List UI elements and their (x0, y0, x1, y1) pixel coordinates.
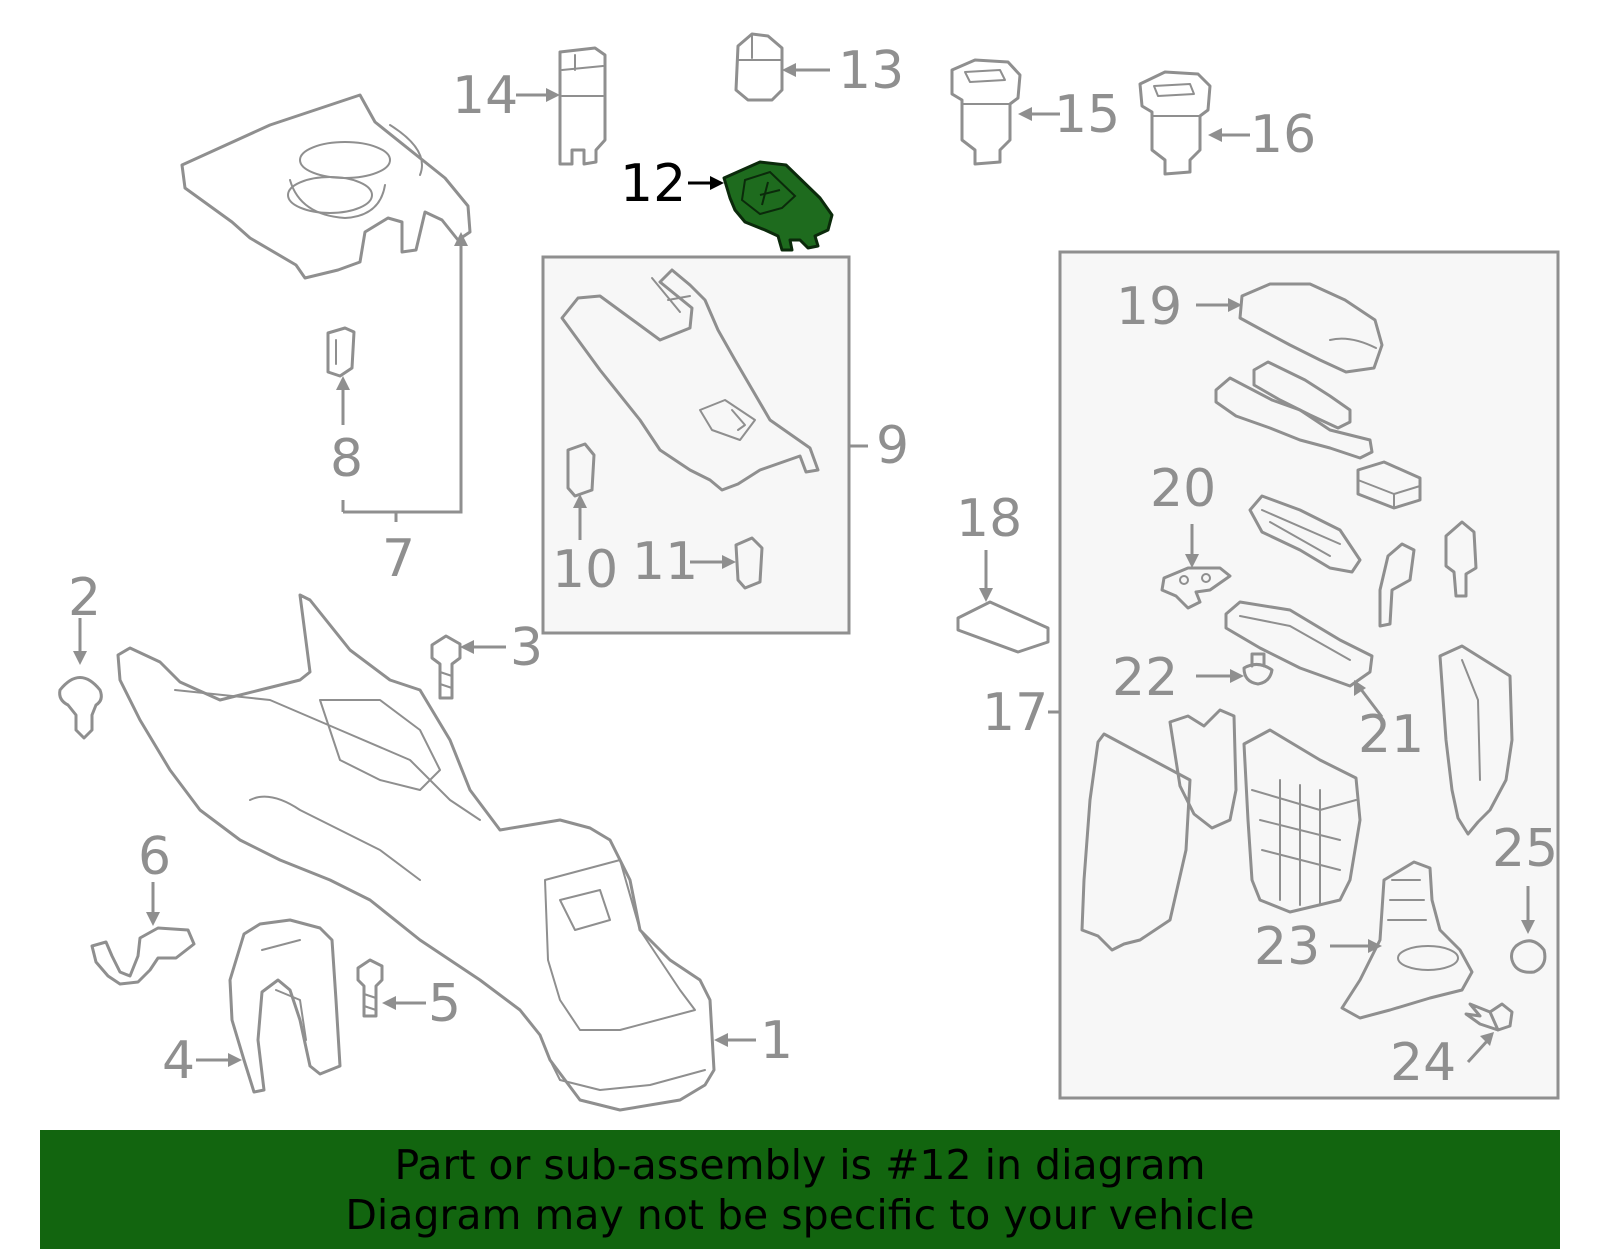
part-label-9[interactable]: 9 (876, 416, 909, 476)
banner-line-1: Part or sub-assembly is #12 in diagram (394, 1140, 1206, 1189)
part-wire-harness[interactable] (1248, 494, 1362, 574)
part-2-clip[interactable] (58, 676, 103, 740)
part-label-6[interactable]: 6 (138, 827, 171, 887)
part-13-switch[interactable] (734, 32, 784, 102)
group-box-9 (541, 255, 851, 635)
leader-24 (1466, 1038, 1490, 1064)
part-10-clip[interactable] (566, 442, 596, 498)
leader-21 (1358, 687, 1384, 718)
part-label-15[interactable]: 15 (1054, 85, 1120, 145)
banner-line-2: Diagram may not be specific to your vehi… (345, 1190, 1255, 1239)
part-label-2[interactable]: 2 (68, 568, 101, 628)
part-1-console-body[interactable] (116, 593, 716, 1112)
part-label-18[interactable]: 18 (956, 489, 1022, 549)
part-console-side-panel-left[interactable] (1080, 732, 1192, 952)
part-25-clip[interactable] (1510, 939, 1547, 974)
part-16-switch[interactable] (1138, 70, 1212, 176)
part-label-19[interactable]: 19 (1116, 277, 1182, 337)
part-11-clip[interactable] (734, 536, 764, 590)
part-label-1[interactable]: 1 (760, 1011, 793, 1071)
part-6-bracket[interactable] (90, 926, 196, 986)
part-label-3[interactable]: 3 (510, 618, 543, 678)
part-label-23[interactable]: 23 (1254, 917, 1320, 977)
part-label-7[interactable]: 7 (382, 529, 415, 589)
group-box-17 (1058, 250, 1560, 1100)
part-4-bracket[interactable] (228, 918, 342, 1094)
part-label-17[interactable]: 17 (982, 683, 1048, 743)
part-label-24[interactable]: 24 (1390, 1033, 1456, 1093)
part-label-20[interactable]: 20 (1150, 459, 1216, 519)
leader-7 (341, 240, 463, 522)
part-label-8[interactable]: 8 (330, 429, 363, 489)
part-control-module[interactable] (1356, 460, 1422, 510)
part-label-11[interactable]: 11 (632, 532, 698, 592)
part-label-4[interactable]: 4 (162, 1031, 195, 1091)
part-label-14[interactable]: 14 (452, 66, 518, 126)
part-side-bracket-a[interactable] (1378, 542, 1416, 628)
part-console-box[interactable] (1242, 728, 1362, 914)
part-3-bolt[interactable] (430, 634, 462, 700)
part-label-22[interactable]: 22 (1112, 648, 1178, 708)
part-console-side-panel-right[interactable] (1438, 644, 1514, 836)
part-7-cup-holder[interactable] (180, 93, 472, 280)
part-14-switch[interactable] (558, 46, 607, 166)
part-label-16[interactable]: 16 (1250, 105, 1316, 165)
part-9-shift-panel[interactable] (560, 268, 820, 492)
part-label-25[interactable]: 25 (1492, 819, 1558, 879)
part-18-mat[interactable] (956, 600, 1050, 654)
part-label-12[interactable]: 12 (620, 154, 686, 214)
part-label-13[interactable]: 13 (838, 41, 904, 101)
part-12-switch-bezel[interactable] (722, 160, 834, 252)
part-15-switch[interactable] (950, 58, 1022, 166)
part-19-armrest-lid[interactable] (1238, 282, 1384, 374)
part-side-bracket-b[interactable] (1444, 520, 1478, 598)
part-23-rear-cup-holder[interactable] (1340, 860, 1474, 1020)
part-22-clip[interactable] (1242, 652, 1274, 686)
part-armrest-hinge[interactable] (1214, 360, 1374, 460)
part-label-10[interactable]: 10 (552, 540, 618, 600)
part-label-5[interactable]: 5 (428, 974, 461, 1034)
part-label-21[interactable]: 21 (1358, 705, 1424, 765)
part-console-inner-panel[interactable] (1168, 708, 1238, 830)
part-5-bolt[interactable] (356, 958, 384, 1018)
part-20-bracket[interactable] (1160, 566, 1232, 610)
part-8-clip[interactable] (326, 326, 356, 378)
part-21-tray[interactable] (1224, 600, 1374, 688)
info-banner: Part or sub-assembly is #12 in diagram D… (40, 1130, 1560, 1249)
part-24-screw[interactable] (1464, 1002, 1514, 1032)
